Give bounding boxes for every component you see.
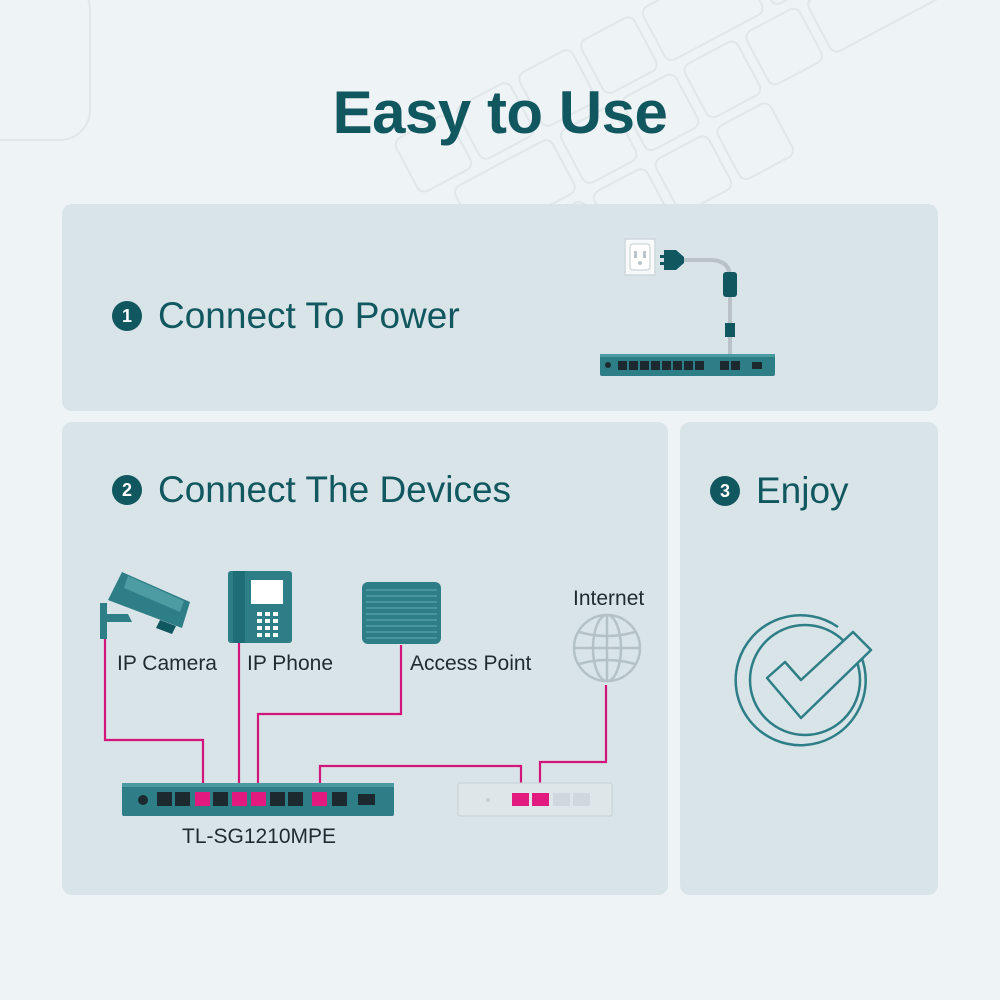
ip-camera-icon: [100, 572, 190, 639]
globe-icon: [572, 613, 642, 683]
step-2-label: Connect The Devices: [158, 469, 512, 510]
ethernet-cables: [103, 600, 608, 798]
ip-phone-icon: [228, 571, 292, 643]
router-device: [457, 782, 613, 817]
step-1-label: Connect To Power: [158, 295, 460, 336]
step-2-heading: 2 Connect The Devices: [112, 469, 511, 511]
step-2-number: 2: [112, 475, 142, 505]
step-1-number: 1: [112, 301, 142, 331]
power-illustration: [600, 238, 775, 376]
step-3-heading: 3 Enjoy: [710, 470, 849, 512]
switch-tl-sg1210mpe: [122, 783, 394, 816]
ip-phone-label: IP Phone: [247, 652, 334, 675]
step-1-heading: 1 Connect To Power: [112, 295, 460, 337]
page-title: Easy to Use: [332, 79, 668, 146]
step-3-label: Enjoy: [756, 470, 849, 511]
ip-camera-label: IP Camera: [117, 652, 217, 675]
access-point-icon: [362, 582, 441, 644]
internet-label: Internet: [573, 587, 645, 610]
step-1-panel: [62, 204, 938, 411]
switch-model-label: TL-SG1210MPE: [182, 825, 337, 848]
access-point-label: Access Point: [410, 652, 532, 675]
checkmark-icon: [734, 613, 873, 747]
step-3-number: 3: [710, 476, 740, 506]
